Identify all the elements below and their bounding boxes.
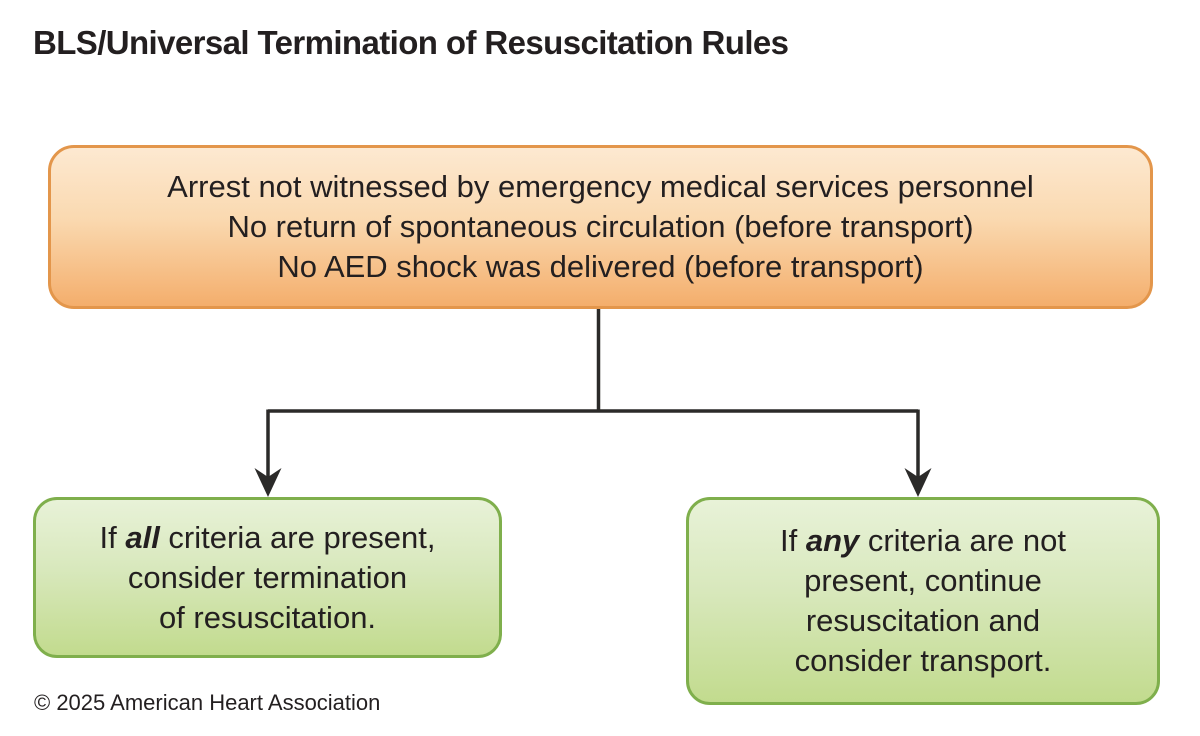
- criteria-line-3: No AED shock was delivered (before trans…: [277, 249, 924, 284]
- any-criteria-line1-suffix: criteria are not: [859, 523, 1067, 558]
- all-criteria-emphasis: all: [125, 519, 160, 555]
- any-criteria-line-2: present, continue: [804, 563, 1042, 598]
- arrowhead-right-icon: [904, 468, 932, 497]
- all-criteria-node: If all criteria are present, consider te…: [33, 497, 502, 658]
- all-criteria-line-2: consider termination: [127, 559, 408, 595]
- any-criteria-node: If any criteria are not present, continu…: [686, 497, 1160, 705]
- all-criteria-line-1: If all criteria are present,: [100, 518, 436, 558]
- all-criteria-line1-prefix: If: [99, 519, 126, 555]
- copyright-notice: © 2025 American Heart Association: [34, 690, 381, 715]
- any-criteria-line-3: resuscitation and: [805, 603, 1041, 638]
- criteria-line-1: Arrest not witnessed by emergency medica…: [167, 169, 1034, 204]
- all-criteria-line-3: of resuscitation.: [158, 599, 377, 635]
- criteria-node: Arrest not witnessed by emergency medica…: [48, 145, 1153, 309]
- any-criteria-line-4: consider transport.: [794, 643, 1052, 678]
- criteria-line-2: No return of spontaneous circulation (be…: [227, 209, 974, 244]
- any-criteria-emphasis: any: [805, 523, 860, 558]
- arrowhead-left-icon: [254, 468, 282, 497]
- any-criteria-line-1: If any criteria are not: [780, 521, 1066, 561]
- any-criteria-line1-prefix: If: [779, 523, 806, 558]
- page-title: BLS/Universal Termination of Resuscitati…: [33, 24, 789, 61]
- all-criteria-line1-suffix: criteria are present,: [159, 519, 436, 555]
